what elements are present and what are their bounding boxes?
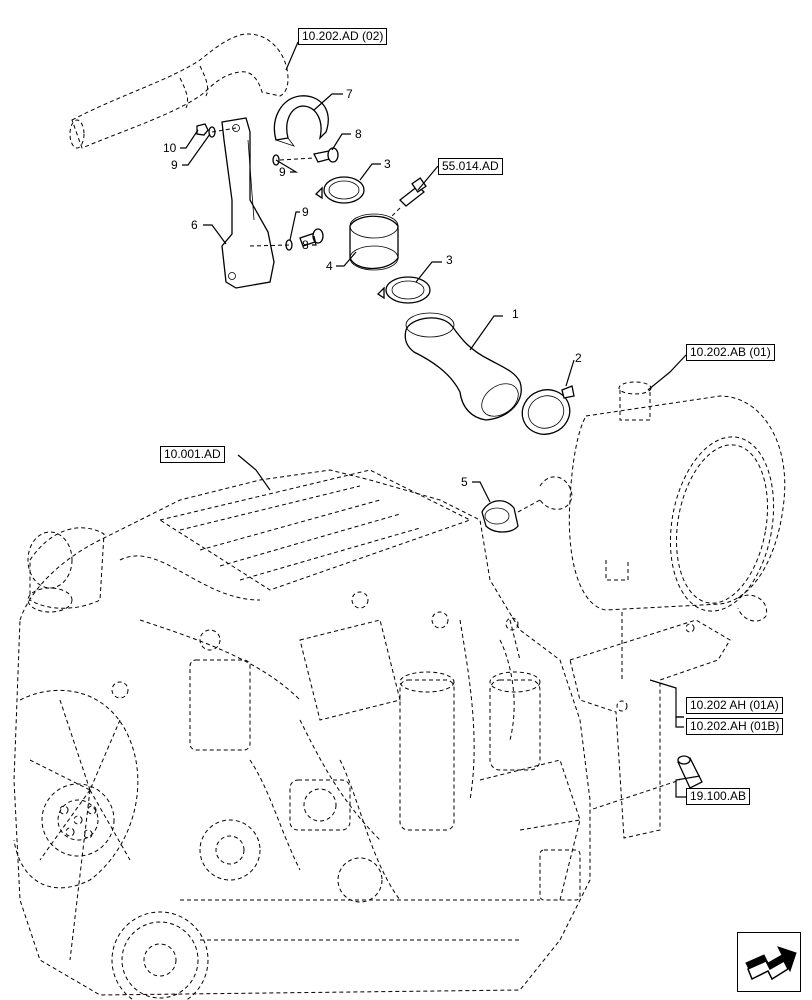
callout-9-mid: 9 — [279, 165, 286, 179]
callout-10: 10 — [163, 141, 177, 155]
sensor-55-014 — [389, 177, 427, 219]
callout-5: 5 — [461, 475, 468, 489]
upper-hose-dashed — [69, 33, 289, 149]
strap-clamp-part-7 — [273, 95, 329, 147]
air-cleaner-dashed — [539, 381, 786, 622]
clamp-part-3-upper — [314, 176, 365, 204]
ref-10-001-ad[interactable]: 10.001.AD — [160, 446, 225, 463]
leader-lines — [180, 41, 701, 798]
ref-10-202-ab-01[interactable]: 10.202.AB (01) — [686, 344, 775, 361]
callout-3-upper: 3 — [384, 157, 391, 171]
ref-10-202-ah-01b[interactable]: 10.202.AH (01B) — [686, 718, 784, 735]
bracket-part-6 — [221, 117, 275, 289]
next-page-arrow-icon[interactable] — [737, 932, 801, 992]
clamp-part-3-lower — [376, 276, 431, 304]
hardware-nut-washer — [196, 123, 339, 251]
ref-55-014-ad[interactable]: 55.014.AD — [438, 158, 503, 175]
hose-elbow-part-1 — [404, 312, 522, 421]
coupler-part-4 — [349, 213, 399, 271]
callout-2: 2 — [575, 351, 582, 365]
ref-19-100-ab[interactable]: 19.100.AB — [686, 788, 751, 805]
callout-1: 1 — [512, 307, 519, 321]
callout-9-left: 9 — [171, 158, 178, 172]
callout-8-upper: 8 — [355, 127, 362, 141]
engine-assembly-dashed — [13, 469, 591, 1000]
callout-9-lower: 9 — [302, 205, 309, 219]
support-plate-dashed — [569, 612, 731, 839]
callout-4: 4 — [326, 259, 333, 273]
clamp-part-2 — [521, 385, 575, 435]
next-page-arrow-glyph — [745, 946, 797, 981]
valve-part-5 — [481, 499, 541, 533]
callout-6: 6 — [191, 218, 198, 232]
callout-8-lower: 8 — [302, 238, 309, 252]
callout-3-lower: 3 — [446, 253, 453, 267]
ref-10-202-ah-01a[interactable]: 10.202 AH (01A) — [686, 697, 783, 714]
ref-10-202-ad-02[interactable]: 10.202.AD (02) — [298, 28, 388, 45]
callout-7: 7 — [346, 87, 353, 101]
callout-numbers: 1 2 3 3 4 5 6 7 8 8 9 9 9 10 — [163, 87, 582, 489]
